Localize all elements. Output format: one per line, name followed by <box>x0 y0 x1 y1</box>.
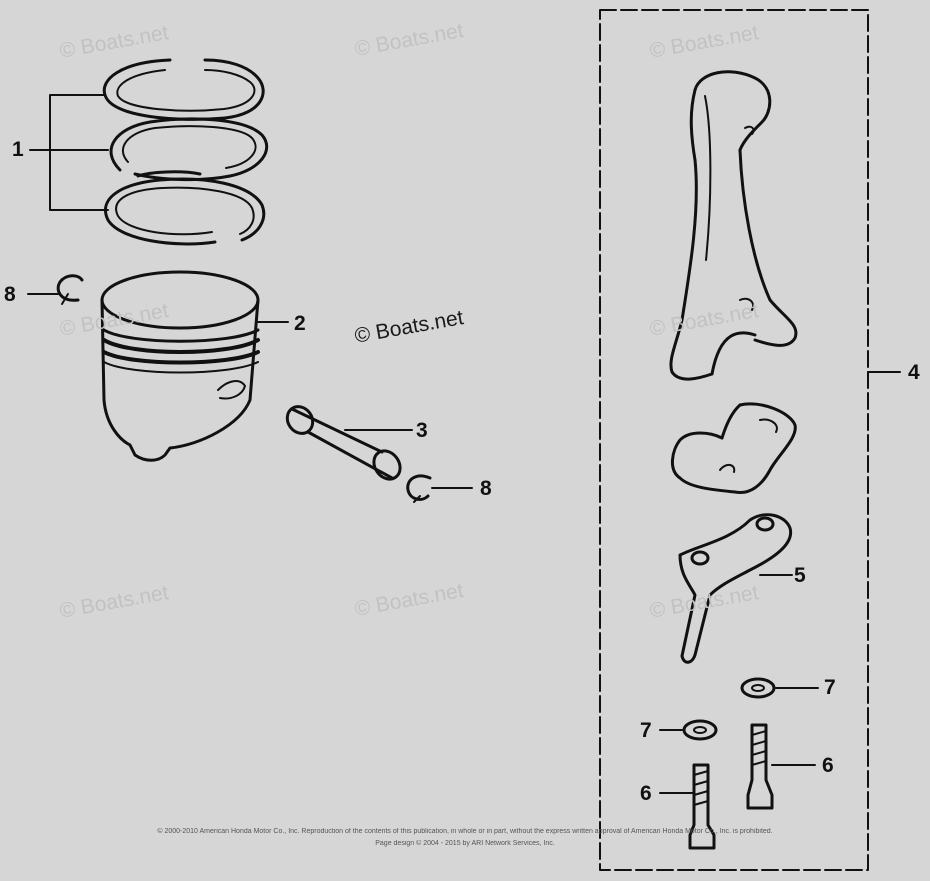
piston-rings <box>29 58 269 246</box>
callout-piston-pin: 3 <box>416 419 428 442</box>
footer-page-design: Page design © 2004 - 2015 by ARI Network… <box>375 840 555 847</box>
oil-dipper <box>678 513 793 664</box>
callout-bolt: 6 <box>640 782 652 805</box>
callout-oil-dipper: 5 <box>794 564 806 587</box>
piston-pin <box>285 405 413 481</box>
bolts <box>659 723 816 850</box>
callout-washer: 7 <box>824 676 836 699</box>
callout-piston: 2 <box>294 312 306 335</box>
footer-copyright: © 2000-2010 American Honda Motor Co., In… <box>157 828 773 835</box>
connecting-rod <box>669 70 798 381</box>
callout-washer: 7 <box>640 719 652 742</box>
callout-clip: 8 <box>4 283 16 306</box>
callout-clip: 8 <box>480 477 492 500</box>
piston <box>100 270 289 462</box>
connecting-rod-box <box>599 9 901 871</box>
rod-cap <box>671 402 797 495</box>
piston-pin-clips <box>27 274 473 503</box>
callout-piston-rings: 1 <box>12 138 24 161</box>
callout-connecting-rod: 4 <box>908 361 920 384</box>
washers <box>659 677 819 741</box>
callout-bolt: 6 <box>822 754 834 777</box>
